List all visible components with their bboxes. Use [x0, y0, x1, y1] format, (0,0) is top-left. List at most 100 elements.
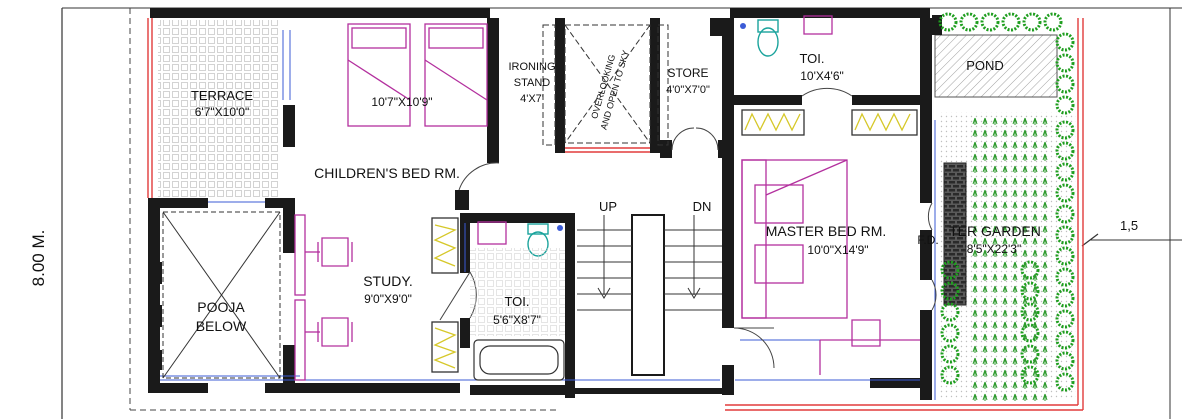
grass-tuft [1032, 273, 1038, 281]
grass-tuft [992, 393, 998, 401]
hedge-shrub [1043, 12, 1063, 32]
grass-tuft [1032, 153, 1038, 161]
grass-tuft [1042, 201, 1048, 209]
grass-tuft [972, 189, 978, 197]
hedge-shrub [1020, 365, 1040, 385]
hedge-shrub [1001, 12, 1021, 32]
grass-tuft [1002, 297, 1008, 305]
grass-tuft [1012, 345, 1018, 353]
grass-tuft [1022, 141, 1028, 149]
dimension-right-label: 1,5 [1120, 218, 1138, 233]
hedge-shrub [1020, 260, 1040, 280]
grass-tuft [982, 249, 988, 257]
hedge-shrub [1055, 204, 1075, 224]
grass-tuft [1042, 129, 1048, 137]
property-boundary [147, 18, 1084, 411]
grass-tuft [1022, 333, 1028, 341]
pond-water [934, 34, 1058, 98]
store-name: STORE [667, 66, 708, 80]
grass-tuft [1012, 249, 1018, 257]
grass-tuft [972, 357, 978, 365]
hedge-shrub [1055, 120, 1075, 140]
grass-tuft [1042, 273, 1048, 281]
grass-tuft [972, 213, 978, 221]
grass-tuft [1022, 237, 1028, 245]
grass-tuft [982, 381, 988, 389]
grass-tuft [992, 297, 998, 305]
grass-tuft [1032, 165, 1038, 173]
grass-tuft [1002, 225, 1008, 233]
grass-tuft [1012, 153, 1018, 161]
grass-tuft [1012, 165, 1018, 173]
grass-tuft [1022, 201, 1028, 209]
grass-tuft [992, 333, 998, 341]
hedge-shrub [1020, 323, 1040, 343]
grass-tuft [1042, 141, 1048, 149]
grass-tuft [1022, 189, 1028, 197]
grass-tuft [1042, 165, 1048, 173]
grass-tuft [1002, 117, 1008, 125]
grass-tuft [972, 273, 978, 281]
grass-tuft [992, 237, 998, 245]
grass-tuft [1002, 189, 1008, 197]
grass-tuft [972, 345, 978, 353]
grass-tuft [972, 261, 978, 269]
stair-up-label: UP [599, 199, 617, 214]
hedge-shrub [1055, 141, 1075, 161]
grass-tuft [1032, 189, 1038, 197]
grass-tuft [982, 153, 988, 161]
grass-tuft [1032, 225, 1038, 233]
grass-tuft [1002, 309, 1008, 317]
hedge-shrub [1020, 302, 1040, 322]
grass-tuft [1012, 309, 1018, 317]
hedge-shrub [1055, 183, 1075, 203]
grass-tuft [1032, 393, 1038, 401]
hedge-shrub [1055, 74, 1075, 94]
grass-tuft [992, 117, 998, 125]
grass-tuft [982, 333, 988, 341]
grass-tuft [1042, 345, 1048, 353]
grass-tuft [1022, 321, 1028, 329]
hedge-shrub [940, 323, 960, 343]
grass-tuft [1022, 165, 1028, 173]
grass-tuft [982, 165, 988, 173]
hedge-shrub [940, 365, 960, 385]
hedge-shrub [1055, 246, 1075, 266]
master-bed-size: 10'0"X14'9" [807, 243, 868, 257]
grass-tuft [992, 225, 998, 233]
grass-tuft [1002, 249, 1008, 257]
hedge-shrub [1020, 344, 1040, 364]
grass-tuft [1042, 369, 1048, 377]
grass-tuft [1022, 117, 1028, 125]
grass-tuft [1012, 357, 1018, 365]
grass-tuft [1002, 177, 1008, 185]
toilet-floor [470, 248, 565, 336]
overlooking-void [542, 24, 669, 146]
grass-tuft [982, 237, 988, 245]
grass-tuft [972, 153, 978, 161]
terrace-name: TERRACE [191, 88, 253, 103]
grass-tuft [982, 141, 988, 149]
grass-tuft [1002, 273, 1008, 281]
grass-tuft [1002, 141, 1008, 149]
pooja-line1: POOJA [197, 299, 245, 315]
grass-tuft [1022, 261, 1028, 269]
grass-tuft [1032, 177, 1038, 185]
grass-tuft [1022, 297, 1028, 305]
grass-tuft [972, 237, 978, 245]
grass-tuft [992, 189, 998, 197]
grass-tuft [1012, 321, 1018, 329]
hedge-shrub [1020, 281, 1040, 301]
grass-tuft [982, 321, 988, 329]
grass-tuft [1002, 237, 1008, 245]
grass-tuft [982, 177, 988, 185]
grass-tuft [1032, 261, 1038, 269]
grass-tuft [982, 297, 988, 305]
grass-tuft [1002, 393, 1008, 401]
grass-tuft [1022, 129, 1028, 137]
hedge-shrub [1055, 267, 1075, 287]
grass-tuft [1042, 297, 1048, 305]
grass-tuft [1032, 309, 1038, 317]
grass-tuft [1012, 141, 1018, 149]
